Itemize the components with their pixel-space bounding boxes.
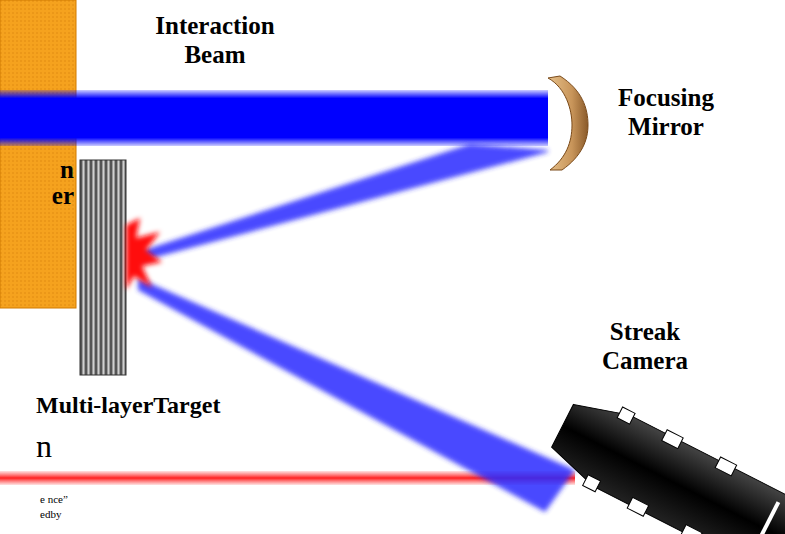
- plasma-splash: [126, 218, 162, 290]
- mirror-label: Focusing Mirror: [596, 84, 736, 142]
- focused-beam: [138, 144, 548, 262]
- beam-label: Interaction Beam: [135, 12, 295, 70]
- side-panel: [0, 0, 76, 308]
- streak-camera: [543, 387, 785, 534]
- panel-text: er: [52, 182, 74, 211]
- interaction-beam: [0, 90, 548, 146]
- panel-note: edby: [40, 508, 61, 521]
- camera-label: Streak Camera: [585, 318, 705, 376]
- panel-text: n: [60, 156, 74, 185]
- focusing-mirror: [548, 76, 588, 170]
- panel-text: n: [36, 428, 52, 465]
- multi-layer-target: [80, 160, 126, 375]
- target-label: Multi-layerTarget: [36, 392, 220, 420]
- panel-note: e nce”: [40, 493, 68, 506]
